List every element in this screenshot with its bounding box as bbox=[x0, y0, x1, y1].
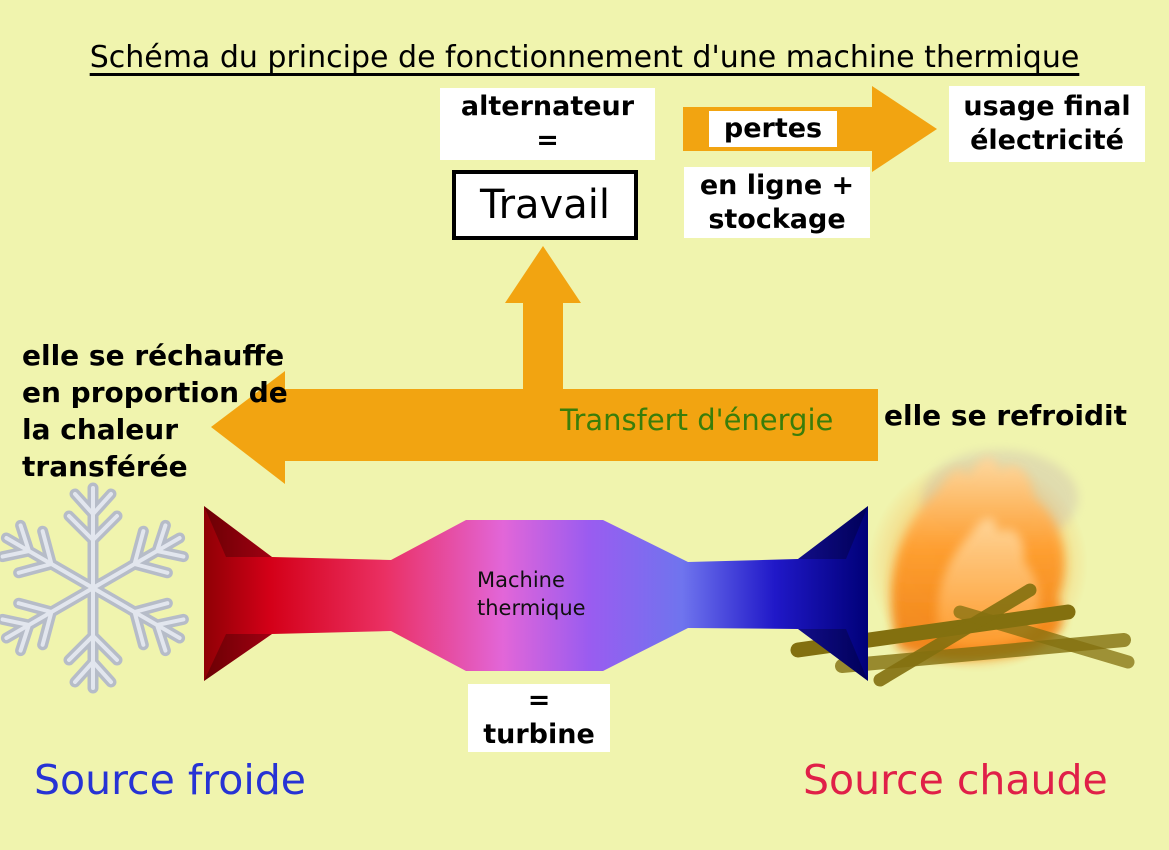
machine-line1: Machine bbox=[477, 568, 565, 592]
usage-line1: usage final bbox=[963, 91, 1131, 122]
heat-transfer-arrow bbox=[211, 371, 878, 484]
alternateur-line2: = bbox=[536, 125, 559, 156]
rechauffe-line2: en proportion de bbox=[22, 376, 288, 409]
page-title: Schéma du principe de fonctionnement d'u… bbox=[89, 40, 1080, 75]
source-chaude-label: Source chaude bbox=[803, 756, 1108, 804]
turbine-line1: = bbox=[527, 685, 551, 716]
usage-line2: électricité bbox=[970, 125, 1124, 156]
rechauffe-line4: transférée bbox=[22, 450, 188, 483]
machine-shape bbox=[204, 506, 868, 681]
refroidit-label: elle se refroidit bbox=[884, 399, 1127, 432]
en-ligne-line2: stockage bbox=[708, 203, 846, 235]
machine-thermique-label: Machine thermique bbox=[477, 566, 586, 622]
fire-icon bbox=[790, 450, 1135, 687]
snowflake-icon bbox=[0, 488, 192, 688]
alternateur-label-box: alternateur = bbox=[440, 88, 655, 160]
turbine-line2: turbine bbox=[483, 719, 595, 750]
work-arrow bbox=[505, 246, 581, 400]
travail-box: Travail bbox=[452, 170, 638, 240]
en-ligne-stockage-box: en ligne + stockage bbox=[684, 167, 870, 238]
rechauffe-line1: elle se réchauffe bbox=[22, 339, 285, 372]
pertes-label-box: pertes bbox=[709, 111, 837, 147]
rechauffe-line3: la chaleur bbox=[22, 413, 178, 446]
usage-final-box: usage final électricité bbox=[949, 86, 1145, 162]
travail-label: Travail bbox=[480, 182, 610, 228]
en-ligne-line1: en ligne + bbox=[699, 169, 855, 201]
turbine-label-box: = turbine bbox=[468, 684, 610, 752]
rechauffe-label: elle se réchauffe en proportion de la ch… bbox=[22, 337, 288, 485]
machine-line2: thermique bbox=[477, 596, 586, 620]
alternateur-line1: alternateur bbox=[460, 91, 635, 122]
transfert-energie-label: Transfert d'énergie bbox=[560, 403, 834, 437]
source-froide-label: Source froide bbox=[34, 756, 306, 804]
pertes-label: pertes bbox=[723, 113, 823, 144]
